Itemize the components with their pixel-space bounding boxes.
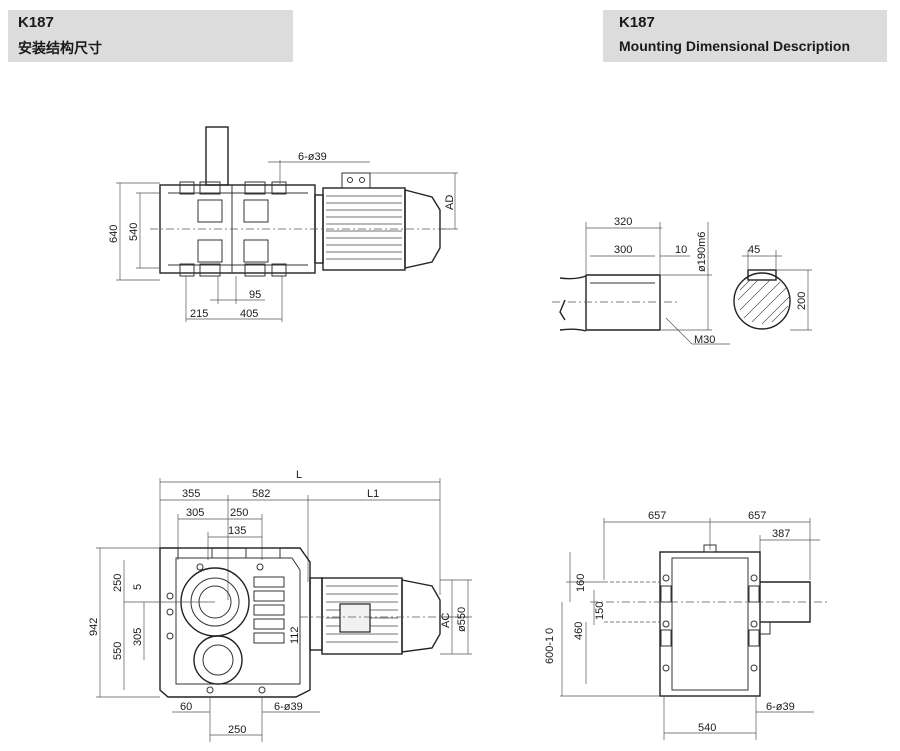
holes-label-side: 6-ø39 (766, 701, 795, 713)
dim-ac: AC (440, 613, 452, 628)
header-right: K187 Mounting Dimensional Description (603, 10, 887, 62)
dim-160: 160 (575, 574, 587, 592)
dim-10: 10 (675, 244, 687, 256)
dim-ad: AD (444, 195, 456, 210)
dim-l1: L1 (367, 488, 379, 500)
dim-582: 582 (252, 488, 270, 500)
dim-95: 95 (249, 289, 261, 301)
dim-600-zero: 0 (544, 628, 556, 634)
dim-60: 60 (180, 701, 192, 713)
dim-657-right: 657 (748, 510, 766, 522)
dim-460: 460 (573, 622, 585, 640)
dim-550-dia: ø550 (456, 607, 468, 632)
dim-657-left: 657 (648, 510, 666, 522)
dim-250-top: 250 (230, 507, 248, 519)
dim-l: L (296, 469, 302, 481)
dim-387: 387 (772, 528, 790, 540)
dim-320: 320 (614, 216, 632, 228)
dim-45: 45 (748, 244, 760, 256)
dim-135: 135 (228, 525, 246, 537)
terminal-box-front (339, 603, 371, 633)
dim-150: 150 (594, 602, 606, 620)
dim-250-bottom: 250 (228, 724, 246, 736)
top-view: 640 540 6-ø39 95 215 405 AD (108, 126, 458, 322)
dim-200: 200 (796, 292, 808, 310)
holes-label-front: 6-ø39 (274, 701, 303, 713)
gear-housing-side (659, 551, 761, 697)
dim-305: 305 (186, 507, 204, 519)
shaft-section (733, 272, 791, 330)
front-view: L 355 582 L1 305 250 135 (88, 469, 472, 742)
thread-label: M30 (694, 334, 715, 346)
header-left: K187 安装结构尺寸 (8, 10, 293, 62)
dim-405: 405 (240, 308, 258, 320)
dim-540: 540 (128, 223, 140, 241)
terminal-box (341, 172, 371, 189)
dim-540: 540 (698, 722, 716, 734)
dim-5: 5 (132, 584, 144, 590)
dim-diameter: ø190m6 (696, 232, 708, 272)
dim-300: 300 (614, 244, 632, 256)
shaft-detail: 320 300 10 ø190m6 M30 45 200 (552, 216, 812, 346)
dim-640: 640 (108, 225, 120, 243)
dim-942: 942 (88, 618, 100, 636)
model-code: K187 (619, 14, 655, 31)
side-view: 657 657 387 160 150 600-1 0 460 (544, 510, 830, 740)
dim-112: 112 (289, 626, 301, 644)
fan-cover (404, 189, 441, 269)
holes-label: 6-ø39 (298, 151, 327, 163)
output-shaft (205, 126, 229, 186)
dim-305-left: 305 (132, 628, 144, 646)
dim-550: 550 (112, 642, 124, 660)
dim-215: 215 (190, 308, 208, 320)
dim-250-left: 250 (112, 574, 124, 592)
gear-housing-front (159, 547, 311, 698)
dim-355: 355 (182, 488, 200, 500)
section-title: Mounting Dimensional Description (619, 38, 851, 54)
dim-600: 600-1 (544, 636, 556, 664)
model-code: K187 (18, 14, 54, 31)
section-title: 安装结构尺寸 (18, 40, 102, 56)
